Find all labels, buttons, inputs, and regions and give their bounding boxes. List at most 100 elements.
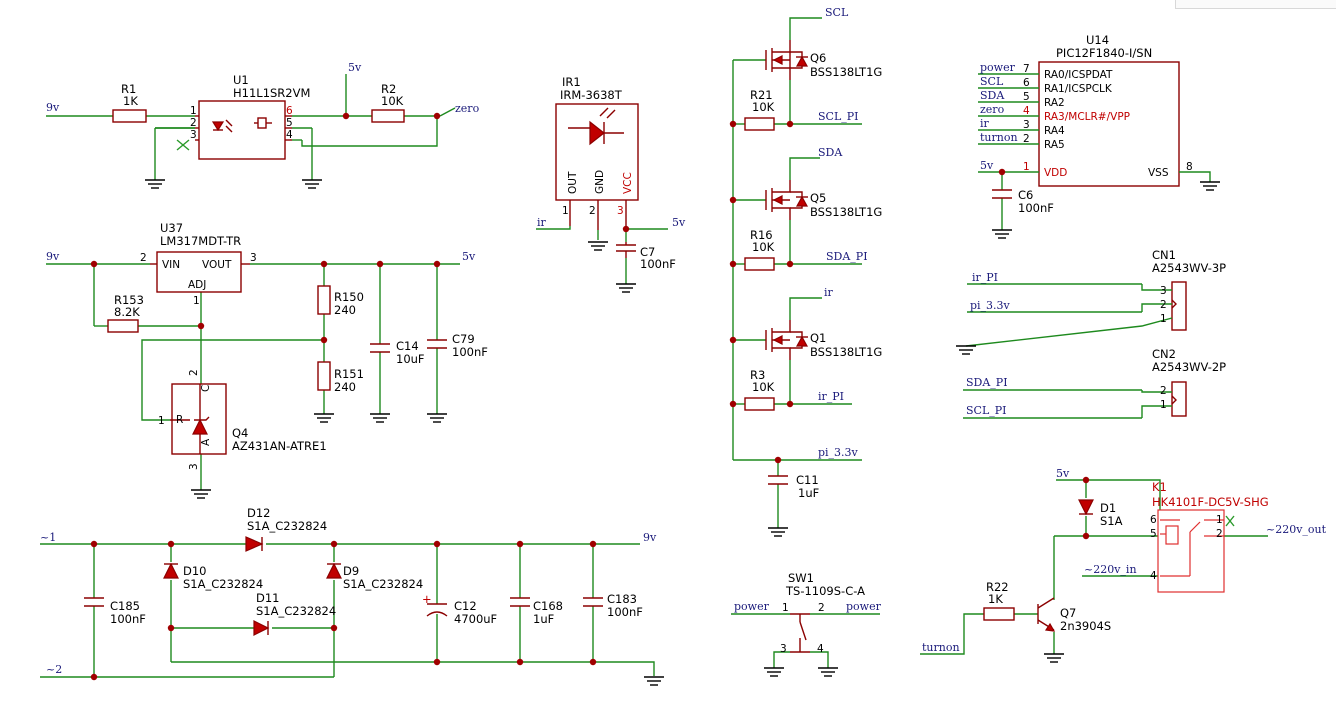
net-label-9v-rect: 9v	[643, 531, 657, 544]
q5-mosfet[interactable]	[765, 180, 809, 220]
u14-ic-body[interactable]	[1038, 61, 1180, 187]
u37-pin-vout: VOUT	[202, 259, 232, 271]
net-label-sda: SDA	[818, 146, 843, 159]
ir1-pin-vcc: VCC	[622, 172, 634, 194]
ir1-pin3: 3	[617, 205, 624, 217]
net-label-turnon: turnon	[922, 641, 960, 654]
r2-value: 10K	[381, 94, 404, 108]
net-label-ac220-in: ~220v_in	[1084, 563, 1137, 576]
cn1-ref: CN1	[1152, 248, 1176, 262]
cn1-connector[interactable]	[1171, 281, 1187, 331]
q4-pin1: 1	[158, 415, 165, 427]
ground-symbol-c14	[370, 413, 390, 423]
r22-ref: R22	[986, 580, 1009, 594]
net-label-k1-5v: 5v	[1056, 467, 1070, 480]
sw1-section: SW1 TS-1109S-C-A 1 2 3 4 power power	[731, 571, 882, 677]
c7-value: 100nF	[640, 257, 676, 271]
d1-ref: D1	[1100, 501, 1116, 515]
ground-symbol-c6	[992, 229, 1012, 239]
cn2-ref: CN2	[1152, 347, 1176, 361]
ground-symbol-q4	[191, 489, 211, 499]
r153-resistor[interactable]	[107, 319, 139, 333]
ir1-pin2: 2	[589, 205, 596, 217]
u37-pin-adj: ADJ	[188, 279, 206, 291]
c12-value: 4700uF	[454, 612, 497, 626]
r153-value: 8.2K	[114, 305, 140, 319]
q4-pin-a: A	[200, 438, 212, 446]
r3-value: 10K	[752, 380, 775, 394]
cn2-connector[interactable]	[1171, 381, 1187, 417]
q7-transistor[interactable]	[1037, 597, 1056, 632]
net-label-cn1-ir-pi: ir_PI	[972, 271, 998, 284]
ground-symbol-cn1	[956, 345, 976, 355]
q6-value: BSS138LT1G	[810, 65, 882, 79]
u37-pin2: 2	[140, 252, 147, 264]
r151-ref: R151	[334, 367, 364, 381]
u1-ic-body[interactable]	[198, 100, 286, 160]
u14-pin-ra4: RA4	[1044, 125, 1065, 137]
cn2-pin2: 2	[1160, 385, 1167, 397]
u14-pin-ra2: RA2	[1044, 97, 1065, 109]
net-label-ir: ir	[537, 216, 547, 229]
k1-relay-body[interactable]	[1157, 509, 1225, 593]
q6-ref: Q6	[810, 51, 826, 65]
ground-symbol-c79	[427, 413, 447, 423]
cn2-value: A2543WV-2P	[1152, 360, 1226, 374]
r151-resistor[interactable]	[317, 361, 331, 391]
sw1-pin3: 3	[780, 643, 787, 655]
q5-value: BSS138LT1G	[810, 205, 882, 219]
r1-ref: R1	[121, 82, 136, 96]
net-label-5v: 5v	[348, 61, 362, 74]
d12-value: S1A_C232824	[247, 519, 327, 533]
q4-ref: Q4	[232, 426, 248, 440]
q6-mosfet[interactable]	[765, 40, 809, 80]
net-label-u14-scl: SCL	[980, 75, 1004, 88]
k1-pin2: 2	[1216, 528, 1223, 540]
d10-diode[interactable]	[163, 562, 179, 579]
net-label-u14-zero: zero	[980, 103, 1005, 116]
d12-diode[interactable]	[245, 536, 264, 552]
net-label-ac220-out: ~220v_out	[1266, 523, 1327, 536]
r16-resistor[interactable]	[744, 257, 775, 271]
u14-mcu-section: U14 PIC12F1840-I/SN RA0/ICSPDAT RA1/ICSP…	[978, 33, 1220, 239]
net-label-ac1: ~1	[40, 531, 56, 544]
r21-resistor[interactable]	[744, 117, 775, 131]
ground-symbol-c7	[616, 283, 636, 293]
r3-resistor[interactable]	[744, 397, 775, 411]
c168-value: 1uF	[533, 612, 554, 626]
c7-ref: C7	[640, 245, 655, 259]
cn1-pin3: 3	[1160, 285, 1167, 297]
d11-value: S1A_C232824	[256, 604, 336, 618]
u1-pin1: 1	[190, 105, 197, 117]
q4-shunt-body[interactable]	[171, 383, 227, 455]
u37-ic-body[interactable]	[156, 251, 242, 293]
q1-value: BSS138LT1G	[810, 345, 882, 359]
d11-diode[interactable]	[253, 620, 270, 636]
r153-ref: R153	[114, 293, 144, 307]
sw1-ref: SW1	[788, 571, 814, 585]
c6-value: 100nF	[1018, 201, 1054, 215]
q1-mosfet[interactable]	[765, 320, 809, 360]
ground-symbol-u14-vss	[1200, 181, 1220, 191]
u37-pin-vin: VIN	[162, 259, 180, 271]
net-label-9v: 9v	[46, 101, 60, 114]
net-label-u14-power: power	[980, 61, 1016, 74]
r150-value: 240	[334, 303, 356, 317]
window-corner-frame	[1175, 0, 1336, 9]
cn2-pin1: 1	[1160, 399, 1167, 411]
r150-resistor[interactable]	[317, 285, 331, 315]
r22-resistor[interactable]	[983, 607, 1015, 621]
net-label-ac2: ~2	[46, 663, 62, 676]
c79-value: 100nF	[452, 345, 488, 359]
r1-resistor[interactable]	[112, 109, 147, 123]
r2-resistor[interactable]	[371, 109, 405, 123]
d9-diode[interactable]	[326, 562, 342, 579]
ir1-body[interactable]	[555, 103, 639, 201]
q1-ref: Q1	[810, 331, 826, 345]
d1-diode[interactable]	[1078, 499, 1094, 516]
ir1-ref: IR1	[562, 75, 581, 89]
q7-ref: Q7	[1060, 606, 1076, 620]
d9-ref: D9	[343, 564, 359, 578]
k1-value: HK4101F-DC5V-SHG	[1152, 495, 1269, 509]
